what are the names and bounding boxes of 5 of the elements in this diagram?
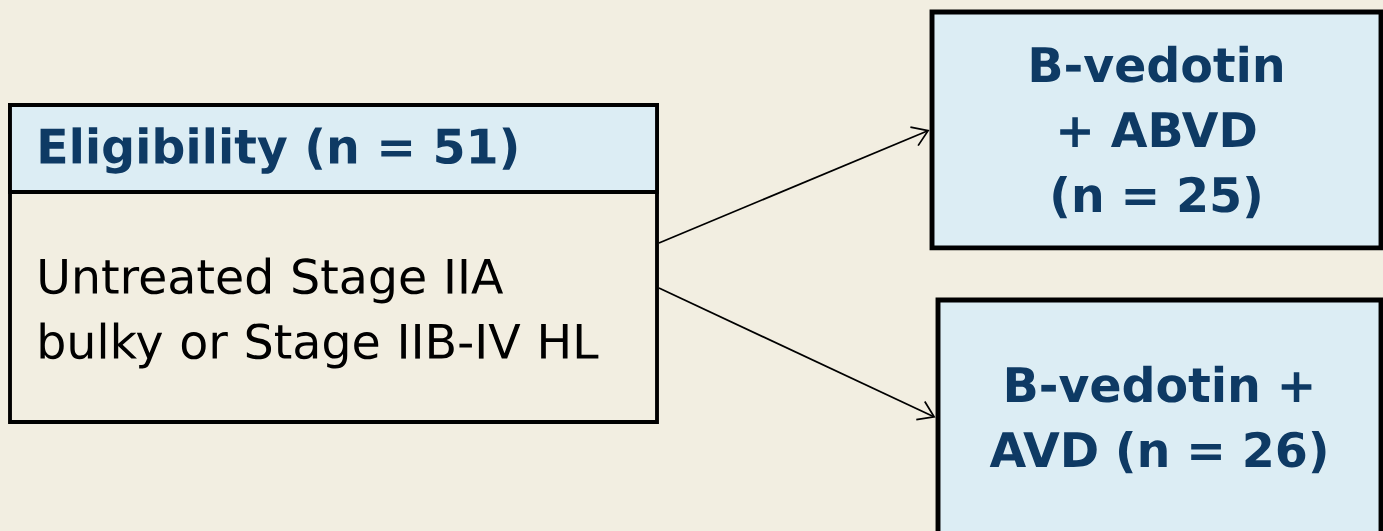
arrow — [658, 126, 930, 244]
arm-box: B-vedotin + ABVD (n = 25) — [929, 9, 1383, 251]
arm-box: B-vedotin + AVD (n = 26) — [935, 297, 1383, 531]
eligibility-box: Eligibility (n = 51) Untreated Stage IIA bulky or Stage IIB-IV HL — [8, 103, 659, 424]
arrow — [658, 287, 936, 421]
